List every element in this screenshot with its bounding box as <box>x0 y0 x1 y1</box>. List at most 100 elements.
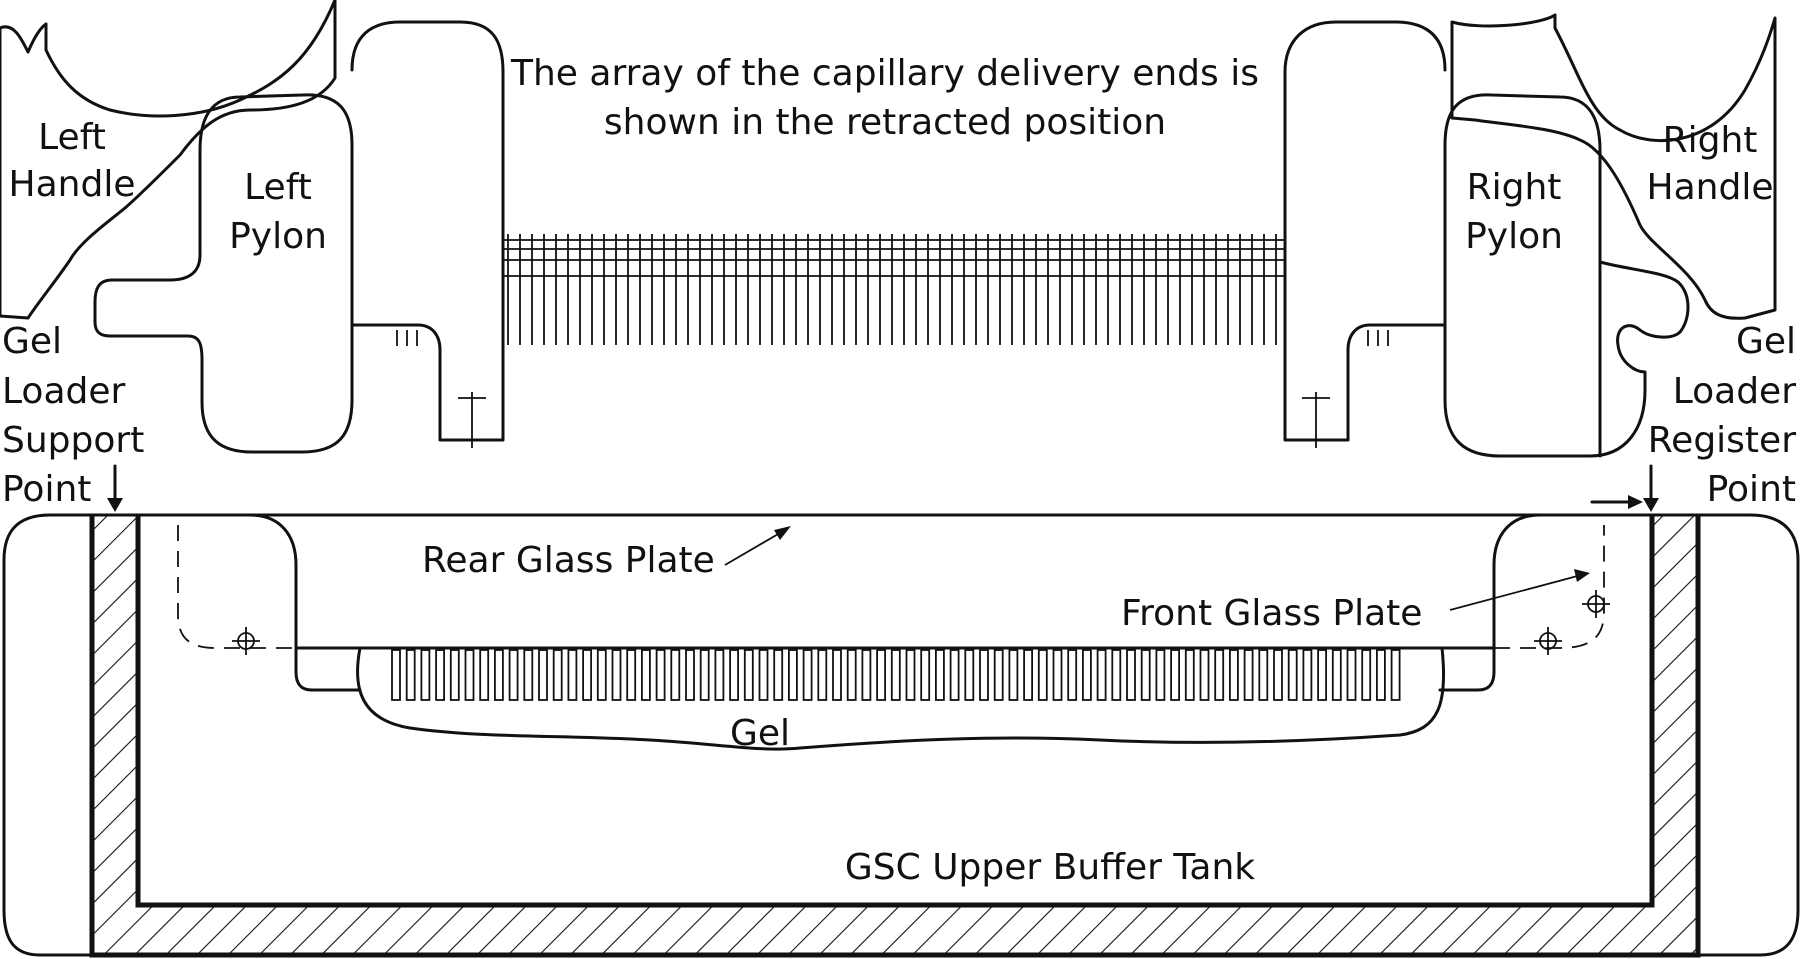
comb-tooth <box>1361 649 1372 701</box>
comb-tooth <box>435 649 446 701</box>
comb-tooth <box>508 649 519 701</box>
register-point-side-arrow <box>1590 495 1643 509</box>
comb-tooth <box>1096 649 1107 701</box>
comb-tooth <box>538 649 548 701</box>
comb-tooth <box>391 649 401 701</box>
buffer-tank-wall-inner-edge <box>135 515 1655 908</box>
comb-tooth <box>964 649 975 701</box>
capillary-rails <box>503 239 1285 277</box>
buffer-tank-label: GSC Upper Buffer Tank <box>845 847 1255 888</box>
comb-tooth <box>1155 649 1166 701</box>
comb-tooth <box>1243 649 1254 701</box>
front-plate-leader-arrow <box>1449 569 1590 611</box>
comb-tooth <box>773 649 784 701</box>
comb-tooth <box>1008 649 1019 701</box>
register-point-arrow <box>1643 464 1659 512</box>
register-point-label-1: Gel <box>1736 321 1796 362</box>
comb-tooth <box>846 649 857 701</box>
comb-tooth <box>493 649 504 701</box>
caption-line-1: The array of the capillary delivery ends… <box>510 53 1259 94</box>
left-register-mark <box>232 627 260 655</box>
comb-tooth <box>449 649 460 701</box>
comb-tooth <box>1287 649 1298 701</box>
comb-tooth <box>876 649 886 701</box>
buffer-tank-outer <box>2 513 1800 957</box>
left-handle-label-1: Left <box>38 117 106 158</box>
right-handle-label-1: Right <box>1663 120 1758 161</box>
capillary-array <box>503 234 1285 345</box>
right-pylon-arm <box>1283 20 1447 442</box>
comb-tooth <box>1273 649 1283 701</box>
gel-label: Gel <box>730 713 790 754</box>
comb-tooth <box>1214 649 1225 701</box>
comb-tooth <box>1258 649 1269 701</box>
comb-tooth <box>464 649 475 701</box>
comb-tooth <box>949 649 960 701</box>
rear-glass-plate <box>248 513 1542 692</box>
buffer-tank-wall-outer-edge <box>89 515 1701 958</box>
comb-tooth <box>1184 649 1195 701</box>
comb-tooth <box>1346 649 1357 701</box>
comb-tooth <box>405 649 416 701</box>
comb-tooth <box>685 649 695 701</box>
support-point-label-3: Support <box>2 420 144 461</box>
comb-tooth <box>832 649 842 701</box>
comb-tooth <box>743 649 754 701</box>
register-point-label-3: Register <box>1648 420 1796 461</box>
comb-tooth <box>802 649 813 701</box>
comb-tooth <box>479 649 490 701</box>
buffer-tank-hatched-wall <box>92 515 1698 955</box>
comb-tooth <box>670 649 681 701</box>
left-pylon-arm <box>350 20 505 442</box>
comb-tooth <box>1052 649 1063 701</box>
comb-tooth <box>523 649 534 701</box>
rear-glass-plate-label: Rear Glass Plate <box>422 540 715 581</box>
comb-tooth <box>935 649 945 701</box>
comb-tooth <box>1140 649 1151 701</box>
comb-tooth <box>1023 649 1033 701</box>
register-point-label-2: Loader <box>1673 371 1797 412</box>
right-register-mark-upper <box>1582 590 1610 618</box>
comb-tooth <box>1037 649 1048 701</box>
comb-tooth <box>1067 649 1078 701</box>
comb-tooth <box>1111 649 1122 701</box>
left-pylon-label-1: Left <box>244 167 312 208</box>
right-register-mark-lower <box>1534 627 1562 655</box>
comb-tooth <box>567 649 578 701</box>
comb-tooth <box>1229 649 1239 701</box>
support-point-arrow <box>107 464 123 512</box>
rear-plate-leader-arrow <box>724 526 791 566</box>
comb-tooth <box>817 649 828 701</box>
left-pylon-label-2: Pylon <box>229 216 327 257</box>
caption-line-2: shown in the retracted position <box>604 102 1166 143</box>
comb-tooth <box>641 649 651 701</box>
left-pylon-cross-mark <box>458 392 486 448</box>
right-pylon-label-2: Pylon <box>1465 216 1563 257</box>
comb-tooth <box>1390 649 1401 701</box>
register-point-label-4: Point <box>1707 469 1796 510</box>
comb-tooth <box>1376 649 1386 701</box>
right-pylon-label-1: Right <box>1467 167 1562 208</box>
comb-tooth <box>1199 649 1210 701</box>
right-pylon-ticks <box>1367 330 1389 346</box>
comb-tooth <box>655 649 666 701</box>
comb-tooth <box>1170 649 1180 701</box>
comb-tooth <box>920 649 931 701</box>
left-handle <box>0 0 337 320</box>
comb-tooth <box>993 649 1004 701</box>
comb-tooth <box>905 649 916 701</box>
comb-tooth <box>714 649 725 701</box>
comb-tooth <box>420 649 431 701</box>
comb-tooth <box>1317 649 1327 701</box>
comb-tooth <box>729 649 739 701</box>
comb-tooth <box>626 649 637 701</box>
comb-tooth <box>1331 649 1342 701</box>
comb-tooth <box>788 649 798 701</box>
comb-tooth <box>979 649 989 701</box>
left-pylon-body <box>93 93 354 454</box>
front-glass-plate-label: Front Glass Plate <box>1121 593 1422 634</box>
comb-tooth <box>890 649 901 701</box>
comb-tooth <box>1302 649 1313 701</box>
